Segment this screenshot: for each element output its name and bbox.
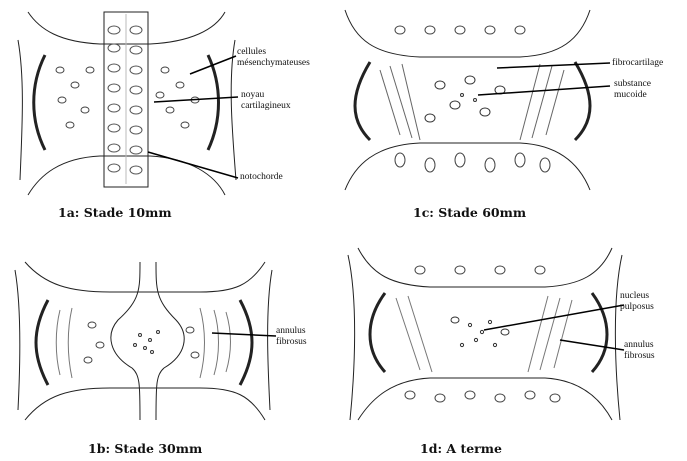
panel-1c-drawing (345, 10, 610, 190)
panel-1d-drawing (348, 248, 624, 420)
caption-1a: 1a: Stade 10mm (58, 205, 172, 220)
label-annulus-fibrosus-1b: annulus fibrosus (276, 326, 336, 348)
panel-1b-drawing (15, 262, 276, 420)
caption-1c: 1c: Stade 60mm (413, 205, 526, 220)
label-notochorde: notochorde (240, 172, 283, 183)
label-noyau-cartilagineux: noyau cartilagineux (241, 90, 301, 112)
label-nucleus-pulposus: nucleus pulposus (620, 291, 680, 313)
panel-1a-drawing (18, 12, 238, 195)
label-fibrocartilage: fibrocartilage (612, 58, 663, 69)
caption-1b: 1b: Stade 30mm (88, 441, 202, 456)
label-cellules-mesenchymateuses: cellules mésenchymateuses (237, 47, 333, 69)
label-substance-mucoide: substance mucoide (614, 79, 674, 101)
caption-1d: 1d: A terme (420, 441, 502, 456)
label-annulus-fibrosus-1d: annulus fibrosus (624, 340, 684, 362)
